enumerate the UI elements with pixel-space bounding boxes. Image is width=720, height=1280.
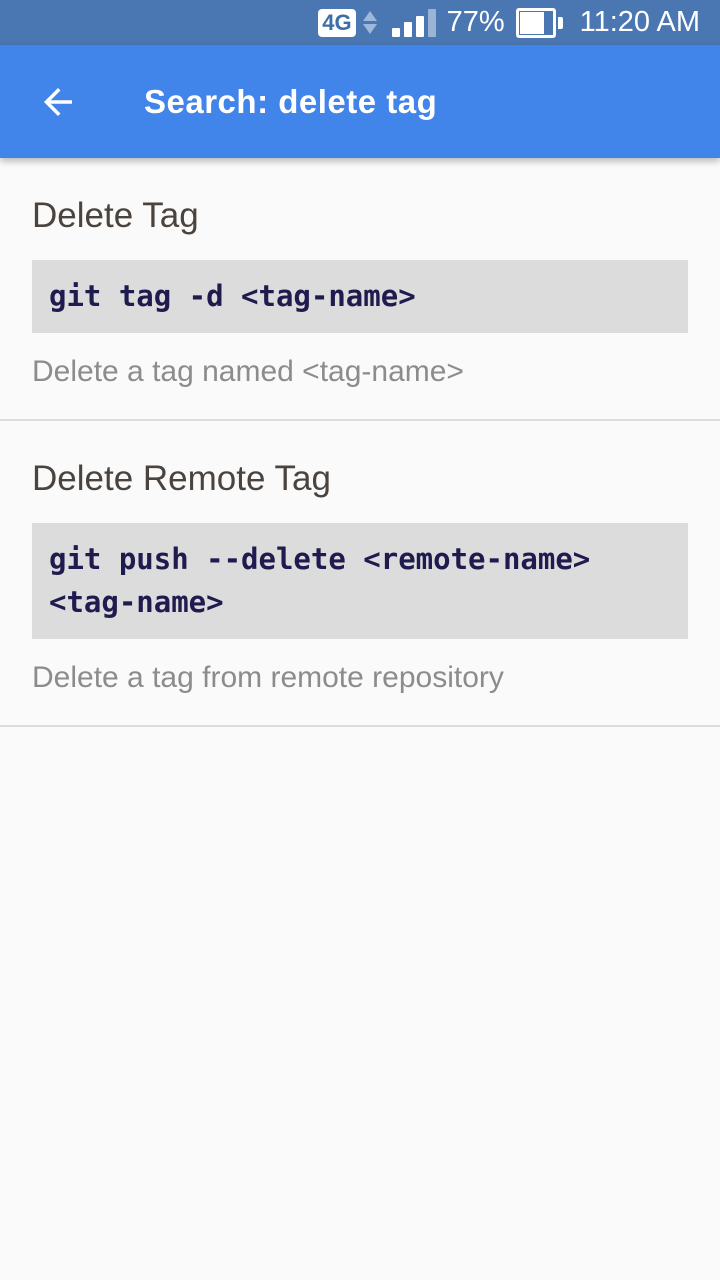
divider — [0, 419, 720, 421]
network-activity-icon — [362, 11, 377, 34]
battery-percent-label: 77% — [446, 6, 505, 38]
result-item-delete-tag[interactable]: Delete Tag git tag -d <tag-name> Delete … — [0, 158, 720, 389]
command-code: git push --delete <remote-name> <tag-nam… — [32, 523, 688, 639]
command-title: Delete Remote Tag — [32, 459, 331, 498]
back-button[interactable] — [36, 80, 80, 124]
signal-strength-icon — [391, 8, 436, 37]
upload-arrow-icon — [362, 11, 377, 21]
app-bar: Search: delete tag — [0, 45, 720, 158]
download-arrow-icon — [362, 24, 377, 34]
battery-icon — [515, 7, 563, 38]
result-item-delete-remote-tag[interactable]: Delete Remote Tag git push --delete <rem… — [0, 421, 720, 695]
command-description: Delete a tag named <tag-name> — [32, 355, 464, 388]
command-description: Delete a tag from remote repository — [32, 661, 504, 694]
page-title: Search: delete tag — [144, 82, 438, 120]
divider — [0, 725, 720, 727]
arrow-left-icon — [44, 87, 72, 116]
search-results-list: Delete Tag git tag -d <tag-name> Delete … — [0, 158, 720, 727]
status-bar: 4G 77% 11:20 AM — [0, 0, 720, 45]
network-4g-icon: 4G — [318, 8, 356, 37]
clock-label: 11:20 AM — [579, 6, 700, 38]
command-code: git tag -d <tag-name> — [32, 260, 688, 333]
command-title: Delete Tag — [32, 196, 199, 235]
